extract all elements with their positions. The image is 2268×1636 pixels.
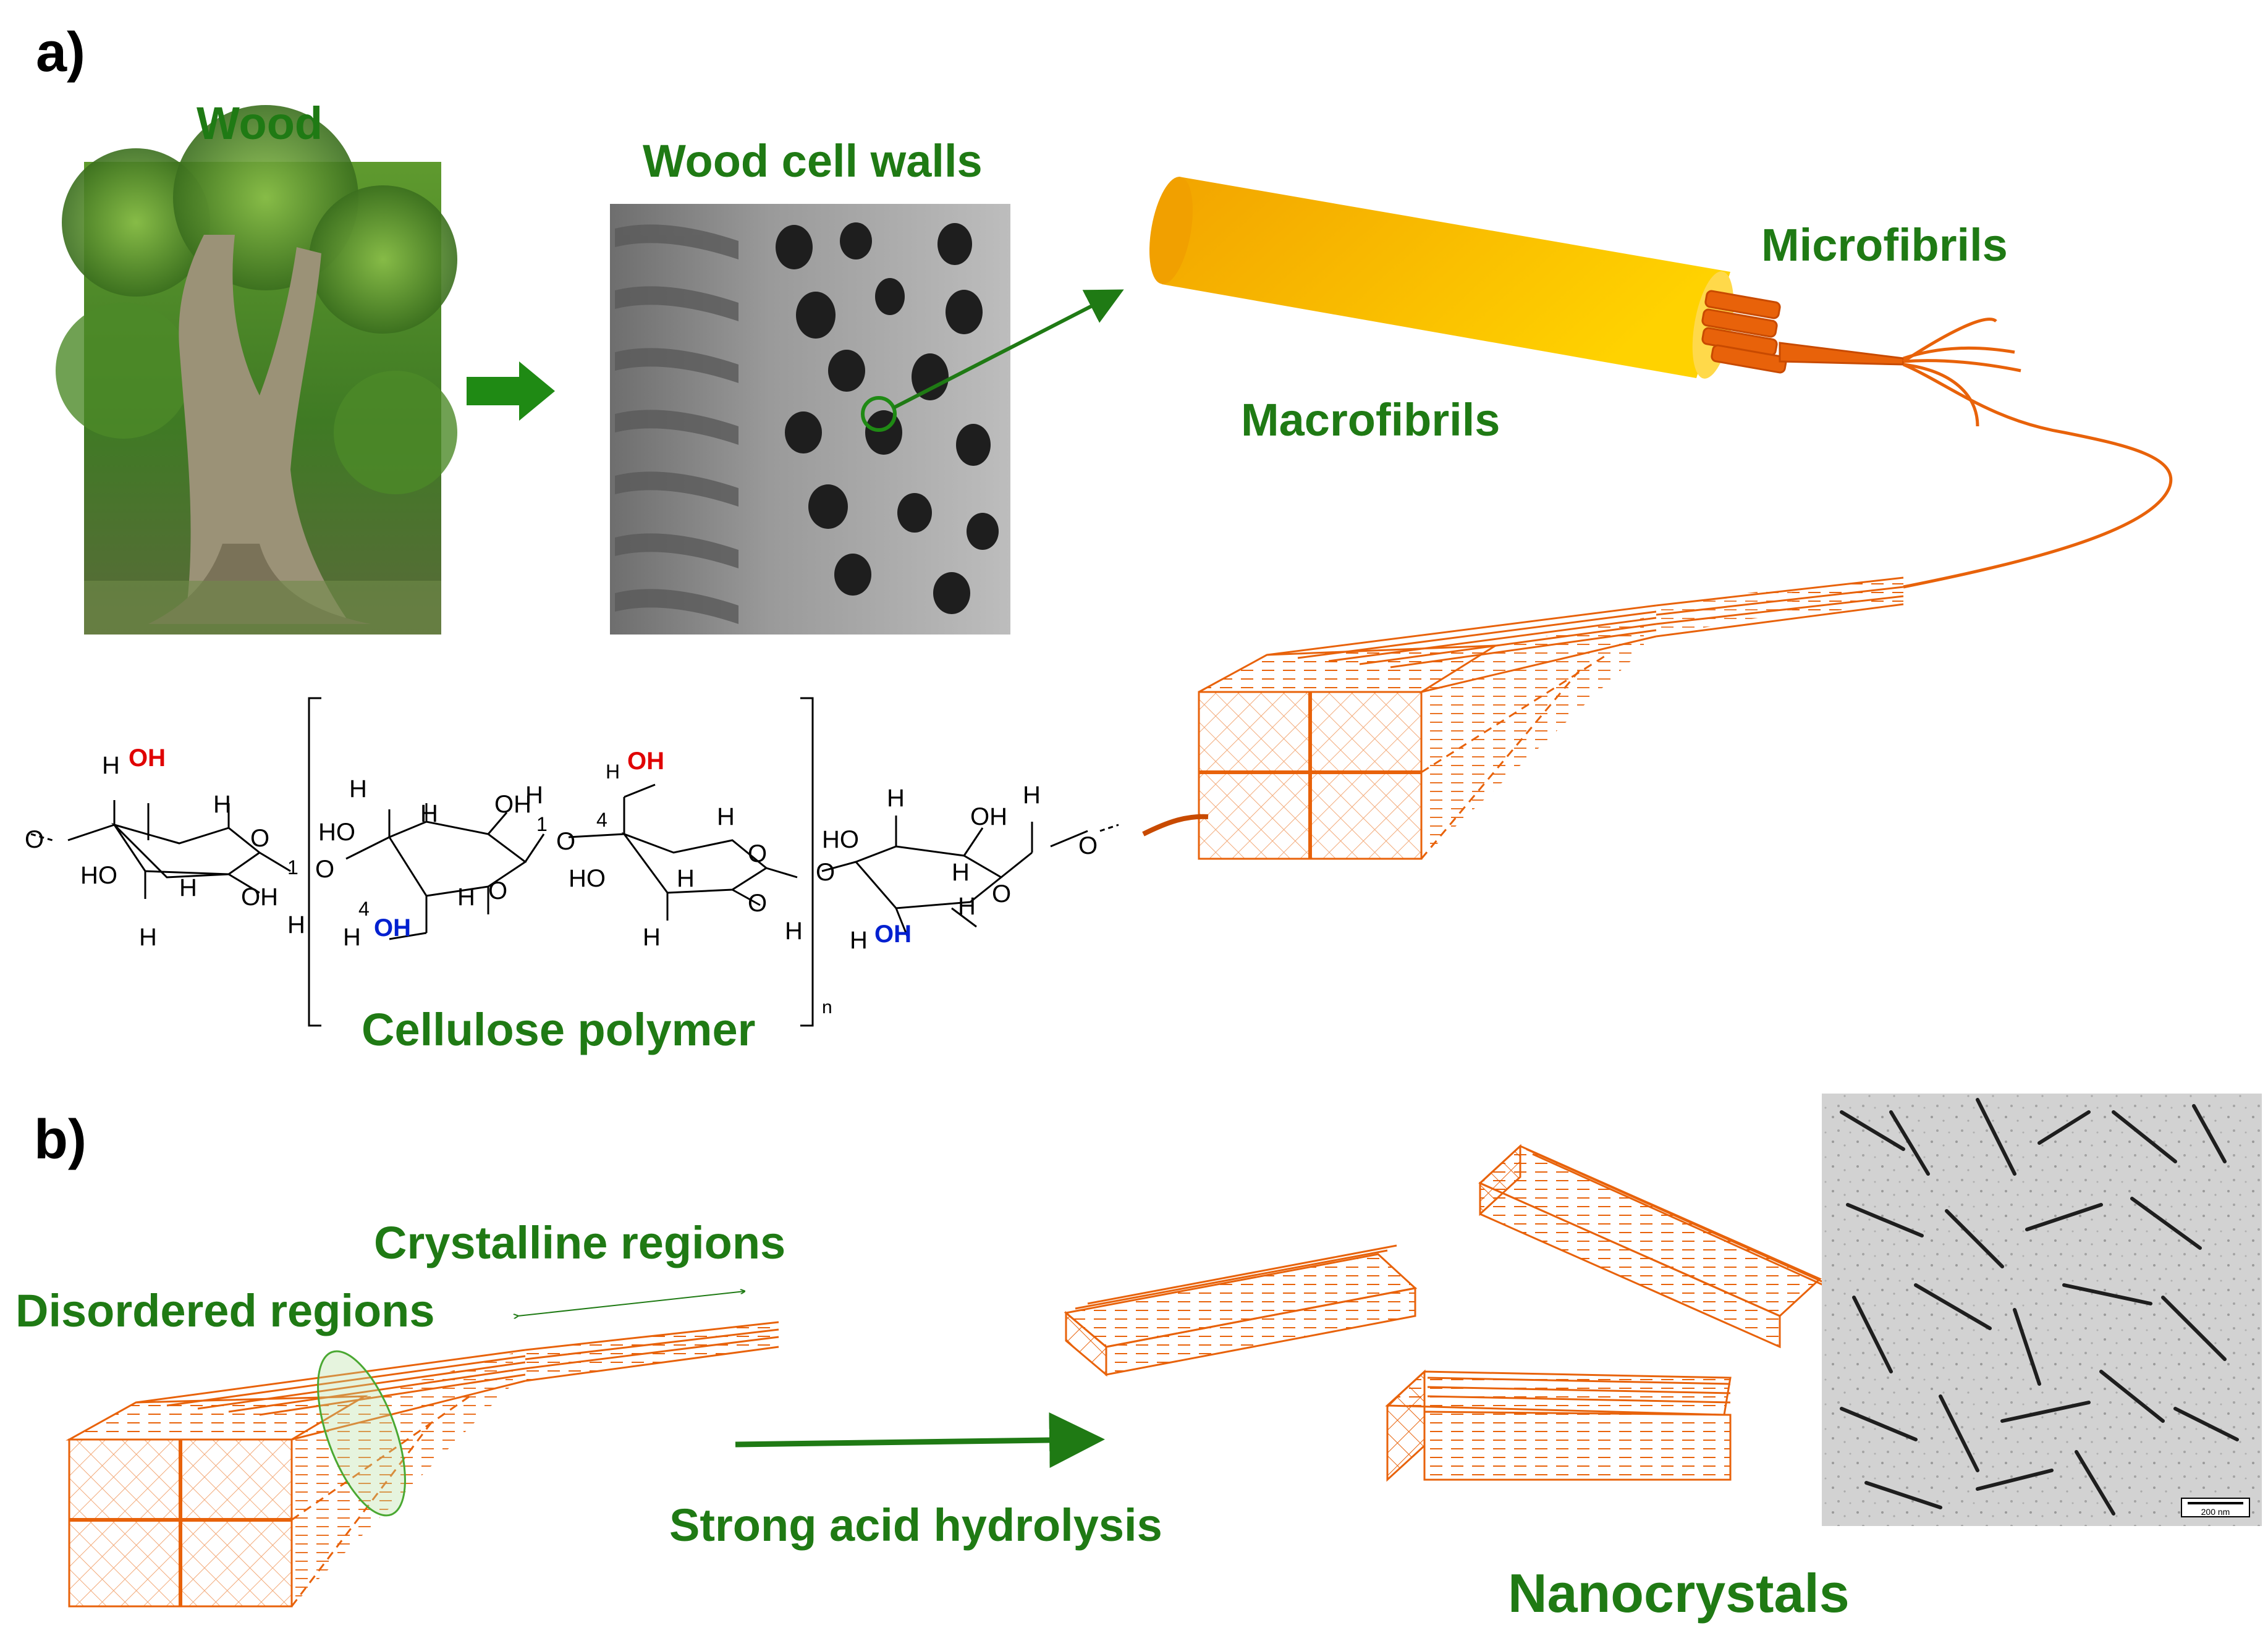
svg-text:H: H xyxy=(213,791,231,818)
crystalline-span-arrow xyxy=(518,1291,745,1316)
svg-text:HO: HO xyxy=(80,862,117,889)
svg-text:OH: OH xyxy=(241,883,278,911)
polymer-connector xyxy=(1142,814,1209,837)
macrofibril-cylinder xyxy=(1149,177,1734,379)
microfibrils-label: Microfibrils xyxy=(1761,219,2008,271)
svg-text:HO: HO xyxy=(318,819,355,846)
svg-text:H: H xyxy=(525,782,543,809)
microfibril-strands xyxy=(1902,318,2173,589)
right-arrow-icon xyxy=(467,361,555,421)
svg-text:O: O xyxy=(315,856,334,883)
svg-text:O: O xyxy=(488,877,507,904)
hydrolysis-arrow xyxy=(735,1412,1105,1468)
cellulose-structure xyxy=(30,697,1119,1027)
svg-text:H: H xyxy=(643,924,661,951)
svg-text:OH: OH xyxy=(129,744,166,772)
nanocrystal-2 xyxy=(1478,1144,1827,1349)
svg-text:HO: HO xyxy=(822,826,859,853)
svg-text:1: 1 xyxy=(536,813,548,835)
tem-image: 200 nm xyxy=(1822,1094,2262,1526)
svg-text:O: O xyxy=(748,890,767,917)
svg-text:4: 4 xyxy=(358,898,370,920)
panel-a-letter: a) xyxy=(36,22,86,83)
crystalline-regions-label: Crystalline regions xyxy=(374,1217,786,1268)
svg-text:OH: OH xyxy=(374,914,411,942)
cell-wall-sem-image xyxy=(610,204,1010,635)
nanocrystals-label: Nanocrystals xyxy=(1508,1562,1850,1624)
svg-text:OH: OH xyxy=(970,803,1007,830)
cell-walls-label: Wood cell walls xyxy=(643,135,983,187)
cellulose-polymer-label: Cellulose polymer xyxy=(362,1004,756,1055)
svg-text:H: H xyxy=(102,752,120,779)
svg-text:O: O xyxy=(556,828,575,855)
svg-text:O: O xyxy=(1078,832,1098,859)
hydrolysis-label: Strong acid hydrolysis xyxy=(669,1499,1162,1551)
chem-labels: O H OH H O HO H OH H 1 O H H HO H 4 H OH… xyxy=(25,744,1098,1018)
svg-text:O: O xyxy=(748,840,767,867)
svg-text:H: H xyxy=(287,911,305,938)
svg-text:O: O xyxy=(250,825,269,852)
svg-text:H: H xyxy=(179,874,197,901)
svg-text:OH: OH xyxy=(627,748,664,775)
svg-text:HO: HO xyxy=(569,865,606,892)
svg-text:H: H xyxy=(457,883,475,911)
svg-text:H: H xyxy=(785,917,803,945)
svg-text:200 nm: 200 nm xyxy=(2201,1507,2230,1517)
svg-text:H: H xyxy=(420,800,438,827)
svg-text:H: H xyxy=(1023,782,1041,809)
panel-b-letter: b) xyxy=(34,1109,87,1171)
svg-text:O: O xyxy=(992,880,1011,908)
svg-text:H: H xyxy=(343,924,361,951)
svg-text:n: n xyxy=(822,997,832,1018)
svg-text:O: O xyxy=(816,859,835,886)
svg-text:H: H xyxy=(887,785,905,812)
svg-text:H: H xyxy=(717,803,735,830)
disordered-regions-label: Disordered regions xyxy=(15,1285,435,1336)
wood-tree-photo xyxy=(56,105,457,635)
svg-text:H: H xyxy=(349,775,367,803)
svg-text:H: H xyxy=(677,865,695,892)
macrofibrils-label: Macrofibrils xyxy=(1241,394,1500,445)
microfibril-bundle xyxy=(1701,290,1905,374)
svg-text:H: H xyxy=(139,924,157,951)
svg-text:OH: OH xyxy=(494,791,531,818)
svg-text:H: H xyxy=(952,859,970,886)
svg-text:H: H xyxy=(850,927,868,954)
fibril-block-a xyxy=(1198,576,1904,860)
wood-label: Wood xyxy=(197,98,323,149)
svg-text:4: 4 xyxy=(596,809,607,831)
svg-text:OH: OH xyxy=(874,921,912,948)
nanocrystal-1 xyxy=(1064,1244,1418,1377)
disordered-region-ellipse xyxy=(317,1350,406,1517)
svg-text:H: H xyxy=(606,761,620,783)
fibril-block-b xyxy=(66,1321,779,1608)
svg-text:1: 1 xyxy=(287,856,298,879)
zoom-arrow xyxy=(892,289,1124,410)
svg-text:O: O xyxy=(25,826,44,853)
svg-text:H: H xyxy=(958,893,976,920)
nanocrystal-3 xyxy=(1385,1369,1732,1482)
